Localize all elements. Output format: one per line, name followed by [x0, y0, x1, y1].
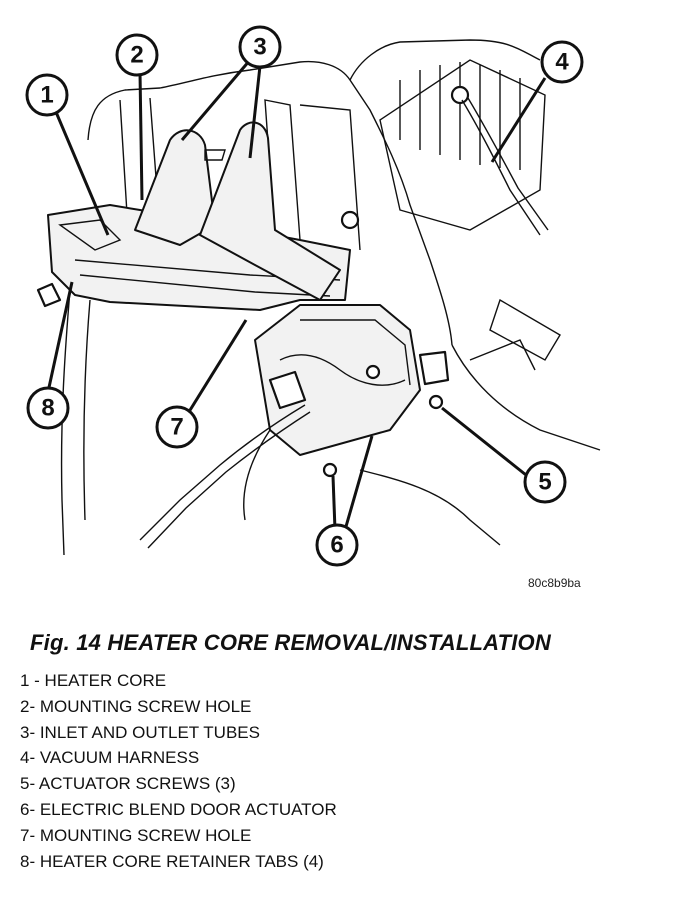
legend-item-heater-core: 1 - HEATER CORE: [20, 671, 167, 690]
callout-6: 6: [315, 523, 359, 567]
leader-4: [490, 77, 547, 163]
legend-item-mounting-screw-hole-7: 7- MOUNTING SCREW HOLE: [20, 825, 252, 845]
callout-8-label: 8: [41, 395, 54, 422]
figure-reference-code: 80c8b9ba: [528, 576, 581, 590]
legend-item-actuator-screws: 5- ACTUATOR SCREWS (3): [20, 774, 236, 794]
callout-7: 7: [155, 405, 199, 449]
callout-7-label: 7: [170, 414, 183, 441]
parts-legend: 1 - HEATER CORE 2- MOUNTING SCREW HOLE 3…: [20, 668, 337, 874]
inlet-outlet-tubes: [134, 121, 360, 301]
callout-3-label: 3: [253, 34, 266, 61]
leader-5: [441, 406, 527, 477]
legend-item-inlet-outlet-tubes: 3- INLET AND OUTLET TUBES: [20, 722, 260, 742]
leader-2: [138, 71, 144, 201]
callout-2: 2: [115, 33, 159, 77]
leader-6a: [331, 475, 337, 531]
blend-door-actuator-part: [139, 304, 450, 549]
figure-title: Fig. 14 HEATER CORE REMOVAL/INSTALLATION: [30, 630, 551, 655]
legend-item-vacuum-harness: 4- VACUUM HARNESS: [20, 748, 200, 768]
heater-core-part: [36, 204, 351, 311]
callout-4-label: 4: [555, 49, 569, 76]
callout-1-label: 1: [40, 82, 53, 109]
heater-core-illustration: 1 2 3 4 5 6 7 8: [25, 25, 601, 567]
legend-item-retainer-tabs: 8- HEATER CORE RETAINER TABS (4): [20, 851, 324, 871]
leader-3b: [248, 65, 262, 159]
leader-7: [185, 319, 248, 416]
leader-1: [54, 111, 110, 236]
leader-lines: [46, 59, 547, 531]
leader-3a: [180, 59, 252, 141]
callout-2-label: 2: [130, 42, 143, 69]
legend-item-blend-door-actuator: 6- ELECTRIC BLEND DOOR ACTUATOR: [20, 799, 337, 819]
callout-5-label: 5: [538, 469, 551, 496]
callout-4: 4: [540, 40, 584, 84]
legend-item-mounting-screw-hole-2: 2- MOUNTING SCREW HOLE: [20, 696, 252, 716]
callout-5: 5: [523, 460, 567, 504]
leader-8: [46, 281, 74, 393]
callout-8: 8: [26, 386, 70, 430]
leader-6b: [343, 435, 374, 531]
callout-3: 3: [238, 25, 282, 69]
callout-1: 1: [25, 73, 69, 117]
callout-6-label: 6: [330, 532, 343, 559]
vacuum-harness-part: [450, 85, 549, 236]
